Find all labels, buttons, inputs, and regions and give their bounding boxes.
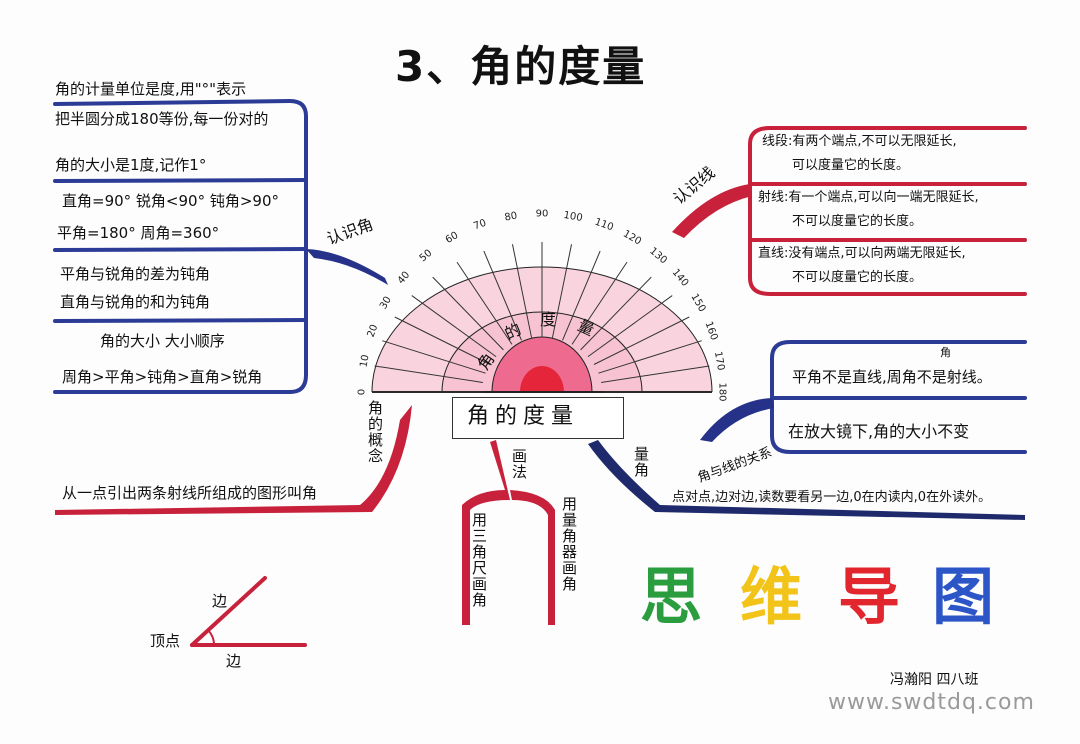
protractor-ray xyxy=(511,244,533,338)
protractor xyxy=(371,242,713,393)
unit-line-1: 角的计量单位是度,用"°"表示 xyxy=(55,80,247,98)
recognize-angle-connector xyxy=(306,249,388,285)
protractor-ray xyxy=(394,316,491,365)
protractor-ray xyxy=(382,340,486,374)
types-line-2: 平角=180° 周角=360° xyxy=(57,224,220,242)
draw-label: 画法 xyxy=(510,448,528,480)
relation-line-2: 直角与锐角的和为钝角 xyxy=(60,293,211,311)
unit-line-3: 角的大小是1度,记作1° xyxy=(55,156,207,174)
concept-branch xyxy=(55,405,412,515)
relation-superscript: 角 xyxy=(940,346,951,359)
scale-label: 90 xyxy=(535,208,549,220)
relation-line-1: 平角与锐角的差为钝角 xyxy=(60,265,211,283)
protractor-ray xyxy=(456,261,513,345)
art-char-4: 图 xyxy=(932,560,995,633)
protractor-ray xyxy=(562,250,601,341)
recognize-lines-box xyxy=(748,126,1027,296)
concept-label: 角的概念 xyxy=(366,400,384,464)
segment-line-2: 可以度量它的长度。 xyxy=(792,158,910,173)
protractor-ray xyxy=(598,340,702,374)
protractor-ray xyxy=(601,365,710,383)
relation-note-2: 在放大镜下,角的大小不变 xyxy=(788,422,970,441)
art-char-2: 维 xyxy=(740,560,803,633)
watermark: www.swdtdq.com xyxy=(828,690,1035,715)
center-label: 角的度量 xyxy=(467,404,580,429)
scale-label: 80 xyxy=(503,210,518,224)
protractor-ray xyxy=(580,276,652,351)
side2-label: 边 xyxy=(226,652,242,670)
protractor-center-dot xyxy=(520,366,564,392)
concept-line: 从一点引出两条射线所组成的图形叫角 xyxy=(62,484,318,502)
line-relation-box xyxy=(770,340,1027,454)
center-node: 角的度量 xyxy=(452,397,624,439)
scale-label: 10 xyxy=(358,353,372,369)
order-line: 周角>平角>钝角>直角>锐角 xyxy=(62,368,263,386)
author: 冯瀚阳 四八班 xyxy=(890,672,979,688)
recognize-angle-box xyxy=(53,98,308,394)
types-line-1: 直角=90° 锐角<90° 钝角>90° xyxy=(62,192,280,210)
line-line-1: 直线:没有端点,可以向两端无限延长, xyxy=(758,246,966,261)
order-header: 角的大小 大小顺序 xyxy=(100,332,225,350)
protractor-char-3: 度 xyxy=(540,310,557,329)
art-char-1: 思 xyxy=(640,560,703,633)
scale-label: 180 xyxy=(716,382,728,402)
protractor-ray xyxy=(551,244,573,338)
ray-line-2: 不可以度量它的长度。 xyxy=(792,214,923,229)
line-line-2: 不可以度量它的长度。 xyxy=(792,270,923,285)
recognize-lines-connector xyxy=(672,184,752,238)
protractor-ray xyxy=(571,261,628,345)
protractor-ray xyxy=(483,250,522,341)
line-relation-connector xyxy=(700,398,774,442)
protractor-ray xyxy=(374,365,483,383)
unit-line-2: 把半圆分成180等份,每一份对的 xyxy=(55,110,269,128)
side1-label: 边 xyxy=(212,592,228,610)
page-title: 3、角的度量 xyxy=(395,42,647,91)
draw-branch xyxy=(462,440,555,625)
ray-line-1: 射线:有一个端点,可以向一端无限延长, xyxy=(758,190,979,205)
protractor-ray xyxy=(587,295,673,358)
protractor-rays xyxy=(372,242,712,393)
scale-label: 0 xyxy=(356,388,368,396)
protractor-ray xyxy=(411,295,497,358)
vertex-label: 顶点 xyxy=(150,632,181,650)
protractor-ray xyxy=(432,276,504,351)
measure-line: 点对点,边对边,读数要看另一边,0在内读内,0在外读外。 xyxy=(672,490,992,505)
angle-diagram xyxy=(190,576,307,647)
protractor-ray xyxy=(593,316,690,365)
relation-note-1: 平角不是直线,周角不是射线。 xyxy=(792,368,992,386)
draw-right: 用量角器画角 xyxy=(560,496,578,592)
measure-label: 量角 xyxy=(632,446,650,478)
art-char-3: 导 xyxy=(838,560,901,633)
segment-line-1: 线段:有两个端点,不可以无限延长, xyxy=(762,134,957,149)
draw-left: 用三角尺画角 xyxy=(470,512,488,608)
